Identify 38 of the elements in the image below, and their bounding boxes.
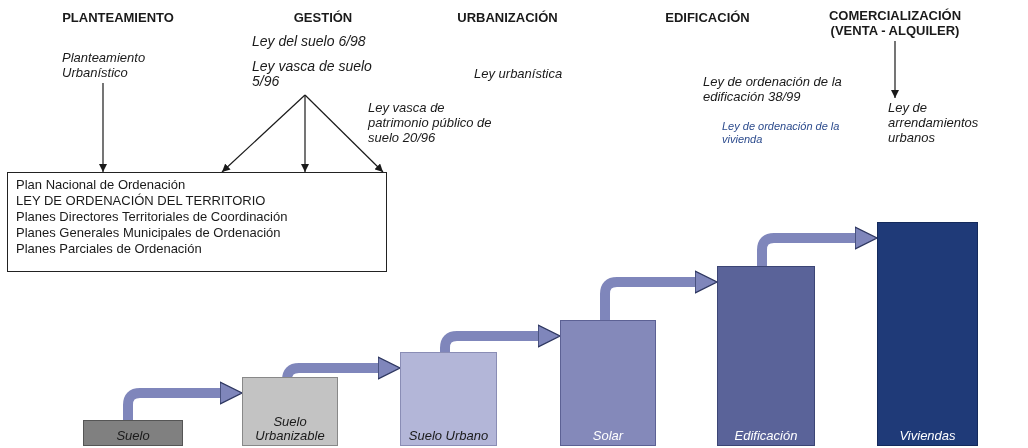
law-name: Ley de arrendamientos urbanos (888, 100, 998, 145)
plan-list-box (7, 172, 387, 272)
stage-bar (560, 320, 656, 446)
stage-bar (717, 266, 815, 446)
stage-bar (400, 352, 497, 446)
bar-label: Solar (591, 429, 625, 443)
stage-heading: GESTIÓN (292, 10, 354, 25)
stage-heading: EDIFICACIÓN (664, 10, 751, 25)
block-arrow (757, 226, 878, 266)
plan-name: Planes Directores Territoriales de Coordinación (16, 209, 289, 225)
stage-heading: PLANTEAMIENTO (61, 10, 175, 25)
plan-name: Planes Generales Municipales de Ordenación (16, 225, 282, 241)
bar-label: Viviendas (898, 429, 957, 443)
law-name: Ley urbanística (474, 66, 564, 81)
law-name: Ley de ordenación de la vivienda (722, 120, 841, 146)
law-name: Ley vasca de patrimonio público de suelo 20/96 (368, 100, 493, 145)
law-name: Ley del suelo 6/98 (252, 34, 367, 49)
arrow (304, 94, 384, 173)
arrow (301, 94, 309, 173)
stage-heading: URBANIZACIÓN (456, 10, 559, 25)
law-name: Ley de ordenación de la edificación 38/99 (703, 74, 843, 104)
stage-heading: COMERCIALIZACIÓN (VENTA - ALQUILER) (820, 8, 970, 38)
arrow (221, 94, 306, 173)
law-name: Planteamiento Urbanístico (62, 50, 182, 80)
arrow (891, 40, 899, 99)
bar-label: Edificación (733, 429, 799, 443)
plan-name: Planes Parciales de Ordenación (16, 241, 203, 257)
law-name: Ley vasca de suelo 5/96 (252, 59, 373, 89)
bar-label: Suelo (115, 429, 151, 443)
stage-bar (242, 377, 338, 446)
plan-name: LEY DE ORDENACIÓN DEL TERRITORIO (16, 193, 267, 209)
bar-label: Suelo Urbano (407, 429, 490, 443)
stage-bar (877, 222, 978, 446)
bar-label: Suelo Urbanizable (254, 415, 326, 443)
block-arrow (440, 324, 561, 353)
stage-bar (83, 420, 183, 446)
plan-name: Plan Nacional de Ordenación (16, 177, 187, 193)
arrow (99, 82, 107, 173)
